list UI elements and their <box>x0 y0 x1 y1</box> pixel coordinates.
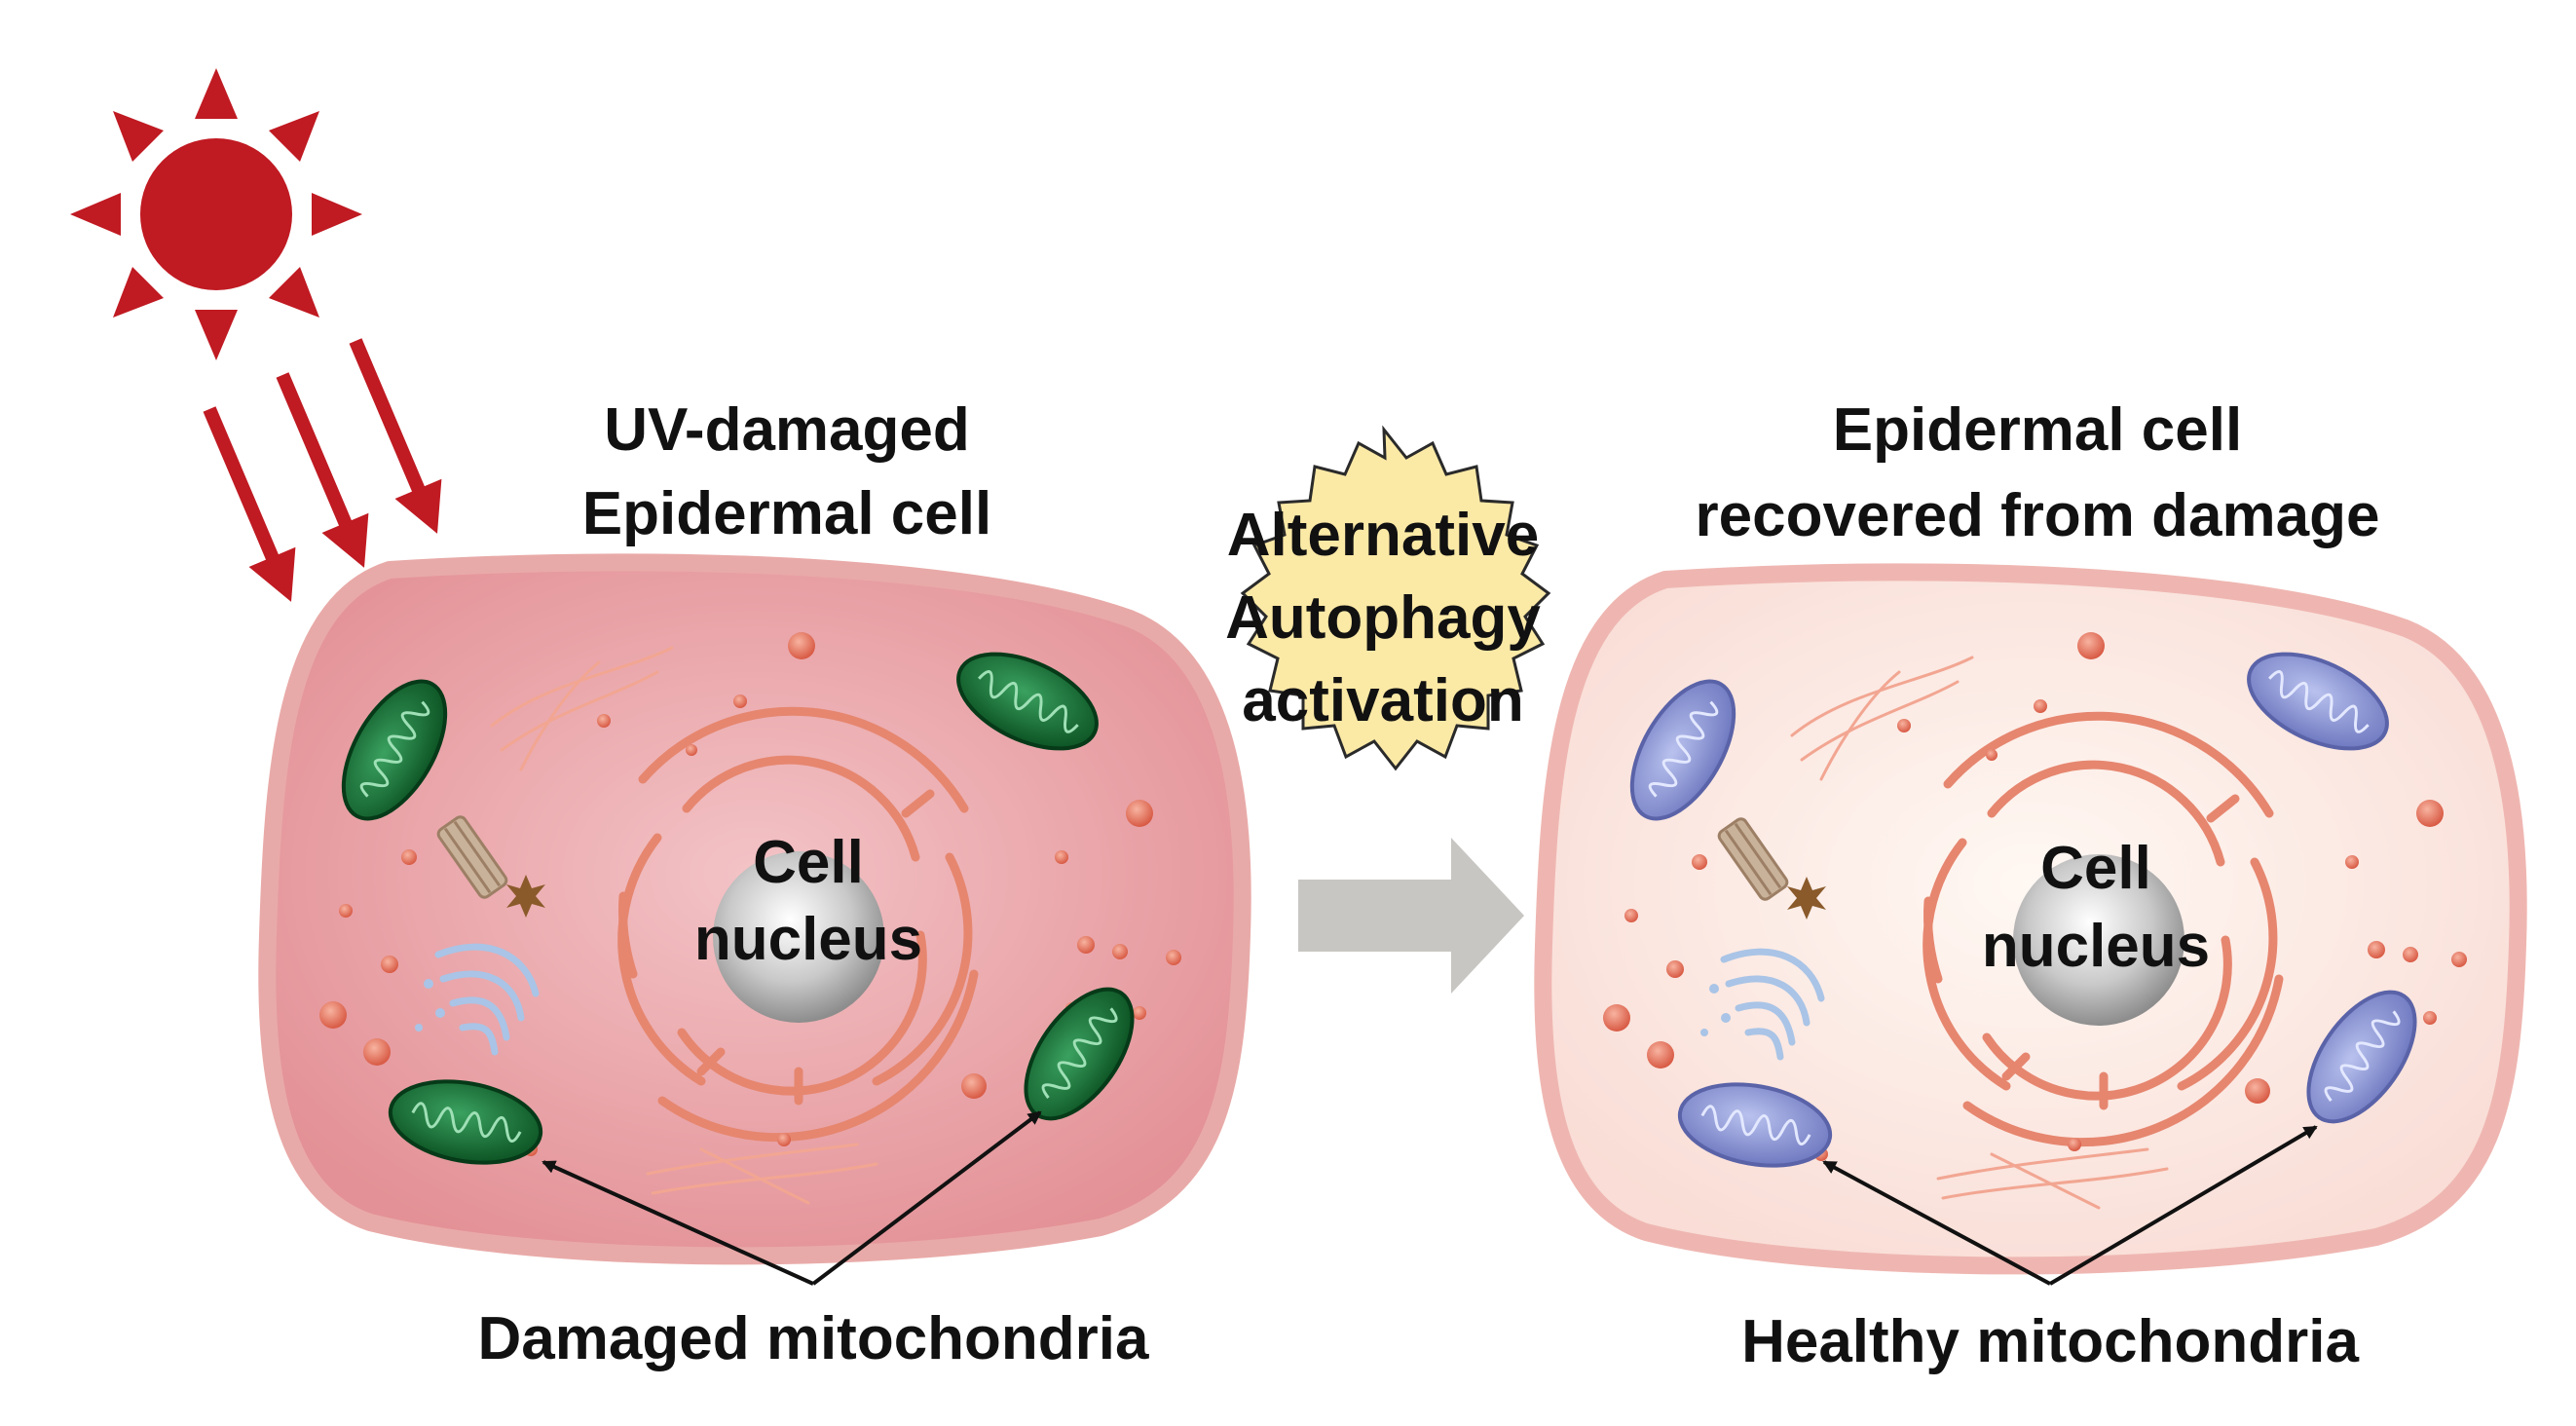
sun-icon <box>70 68 362 360</box>
burst-line3: activation <box>1242 667 1523 734</box>
golgi-apparatus <box>1720 948 1825 1061</box>
golgi-apparatus <box>434 943 540 1056</box>
lysosome <box>506 875 545 918</box>
right-cell-title-line2: recovered from damage <box>1696 482 2380 549</box>
lysosome <box>1787 877 1826 919</box>
endoplasmic-reticulum <box>617 706 979 1143</box>
left-cell-title-line2: Epidermal cell <box>582 480 991 547</box>
healthy-mitochondrion <box>2306 990 2417 1124</box>
cell-nucleus <box>2013 854 2184 1026</box>
centriole <box>436 815 508 899</box>
cytoskeleton-fiber <box>1790 656 2169 1210</box>
damaged-mitochondrion <box>956 652 1099 751</box>
right-arrow-icon <box>1298 838 1524 994</box>
pointer-lines-damaged <box>541 1110 1042 1286</box>
vesicle-dots <box>319 632 1181 1156</box>
endoplasmic-reticulum <box>1923 711 2284 1147</box>
healthy-mitochondrion <box>2247 652 2389 751</box>
damaged-mitochondrion <box>388 1079 543 1165</box>
nucleus-label-line1: Cell <box>2040 835 2151 902</box>
burst-line2: Autophagy <box>1225 584 1541 652</box>
healthy-mitochondrion <box>1629 679 1736 821</box>
left-cell-title-line1: UV-damaged <box>604 396 970 464</box>
damaged-mitochondrion <box>341 679 448 821</box>
burst-line1: Alternative <box>1227 502 1539 569</box>
right-cell-title-line1: Epidermal cell <box>1833 396 2242 464</box>
centriole <box>1717 817 1789 901</box>
nucleus-label-line1: Cell <box>753 829 864 896</box>
golgi-vesicles <box>1700 984 1731 1036</box>
damaged-mitochondria-label: Damaged mitochondria <box>478 1305 1150 1372</box>
healthy-mitochondria-label: Healthy mitochondria <box>1741 1308 2359 1375</box>
golgi-vesicles <box>415 979 445 1032</box>
nucleus-label-line2: nucleus <box>1982 913 2210 980</box>
cytoskeleton-fiber <box>490 646 878 1205</box>
activation-burst <box>1240 425 1551 771</box>
cell-nucleus <box>713 851 884 1023</box>
nucleus-label-line2: nucleus <box>694 906 922 973</box>
healthy-mitochondrion <box>1677 1082 1833 1168</box>
uv-ray-arrow-icons <box>203 338 442 602</box>
pointer-lines-healthy <box>1822 1125 2318 1286</box>
